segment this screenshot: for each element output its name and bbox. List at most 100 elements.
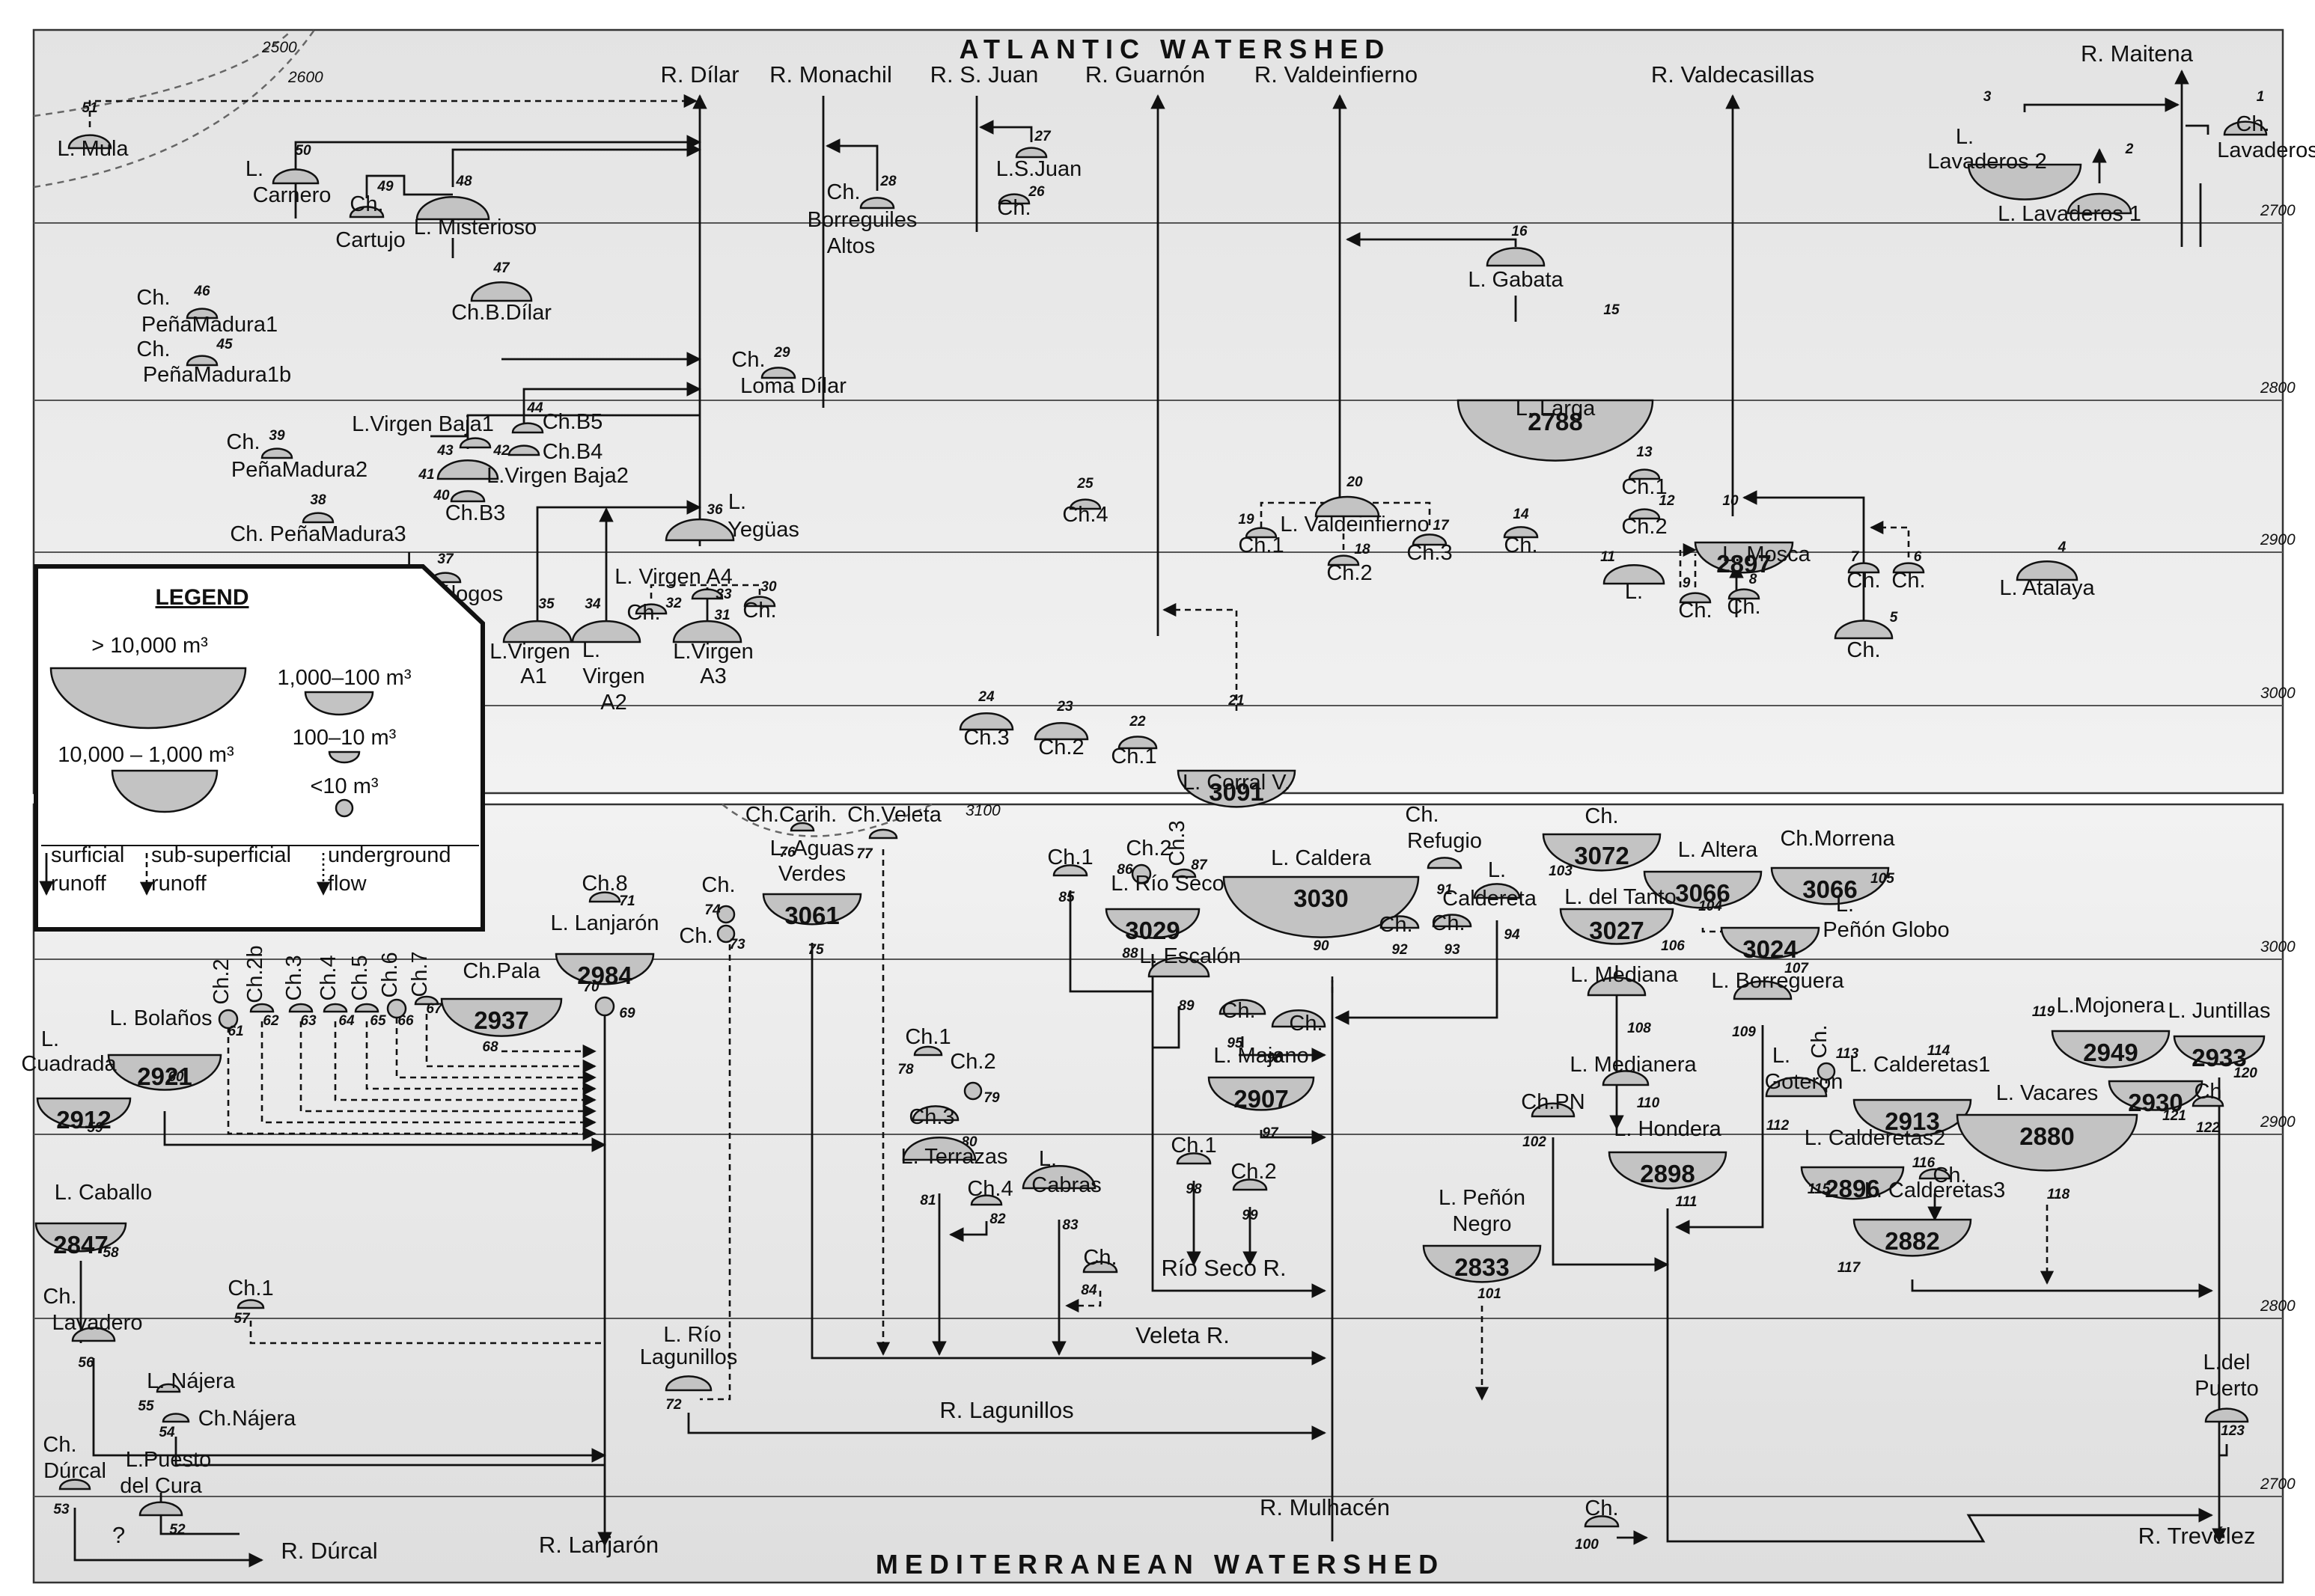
lake-symbol xyxy=(58,1479,91,1490)
node-label: Ch. xyxy=(1083,1246,1117,1270)
lake-node: 50L.Carnero xyxy=(245,143,331,207)
lake-symbol xyxy=(1559,908,1674,945)
node-number: 48 xyxy=(455,174,472,189)
lake-symbol xyxy=(1117,736,1158,750)
lake-symbol xyxy=(672,620,742,643)
node-label: L. xyxy=(1956,125,1974,149)
river-label: R. Mulhacén xyxy=(1260,1494,1390,1520)
node-number: 54 xyxy=(159,1425,175,1440)
node-label: Ch. xyxy=(1221,999,1255,1023)
node-label: Ch. xyxy=(350,192,383,216)
node-label: PeñaMadura1b xyxy=(143,363,291,387)
lake-symbol xyxy=(36,1097,132,1128)
lake-node: 2L. Lavaderos 1 xyxy=(1998,141,2141,226)
node-label: Ch. xyxy=(1846,569,1880,593)
legend-flow3a: underground xyxy=(328,843,451,867)
node-label: L. xyxy=(1625,580,1643,604)
node-label: Ch.Pala xyxy=(463,959,540,983)
lake-symbol xyxy=(743,596,776,608)
lake-symbol xyxy=(1327,554,1360,566)
river-label: R. S. Juan xyxy=(930,61,1039,88)
node-label: L. xyxy=(728,490,746,514)
node-label: L. Río xyxy=(663,1323,721,1347)
node-label: L. Medianera xyxy=(1570,1053,1697,1077)
question-mark: ? xyxy=(112,1522,125,1548)
node-number: 52 xyxy=(169,1522,186,1538)
contour-label: 2900 xyxy=(2260,1113,2296,1131)
node-label: L. xyxy=(582,638,600,662)
legend-mid-label: 10,000 – 1,000 m³ xyxy=(58,743,234,767)
node-label: Altos xyxy=(827,234,875,258)
lake-symbol xyxy=(440,997,563,1037)
node-number: 112 xyxy=(1766,1118,1790,1134)
node-label: L.Virgen Baja2 xyxy=(487,464,629,488)
elevation-label: 3027 xyxy=(1589,917,1644,944)
lake-node: 6Ch. xyxy=(1891,549,1925,593)
node-label: Ch.6 xyxy=(378,952,402,997)
lake-symbol xyxy=(1222,875,1420,938)
node-label: L.Mojonera xyxy=(2056,994,2165,1018)
node-label: Ch.2 xyxy=(1326,561,1372,585)
lake-symbol xyxy=(2204,1407,2249,1423)
node-number: 12 xyxy=(1659,493,1675,509)
lake-symbol xyxy=(1608,1151,1727,1190)
node-label: Ch. xyxy=(226,430,260,454)
river-label: R. Lagunillos xyxy=(939,1397,1073,1423)
node-label: Ch. xyxy=(679,924,713,948)
node-label: Lagunillos xyxy=(640,1345,738,1369)
node-number: 24 xyxy=(977,689,995,705)
node-number: 92 xyxy=(1391,942,1408,958)
node-label: Ch.2 xyxy=(210,958,234,1004)
node-label: L. Valdeinfierno xyxy=(1280,513,1429,536)
node-number: 36 xyxy=(707,502,723,518)
node-label: Ch.2 xyxy=(1126,837,1171,860)
contour-label: 3100 xyxy=(966,802,1001,819)
node-label: L.Virgen xyxy=(673,640,754,664)
lake-symbol xyxy=(555,953,655,985)
node-number: 85 xyxy=(1058,890,1075,905)
legend-flow1b: runoff xyxy=(51,872,107,896)
river-label: R. Trevélez xyxy=(2138,1523,2256,1549)
lake-symbol xyxy=(507,444,540,456)
node-number: 14 xyxy=(1513,507,1529,522)
node-label: Ch.B3 xyxy=(445,501,506,525)
node-label: L. Corral V. xyxy=(1183,771,1290,795)
node-number: 69 xyxy=(619,1006,635,1021)
lake-symbol xyxy=(511,422,544,434)
lake-symbol xyxy=(859,197,895,210)
lake-symbol xyxy=(470,281,533,302)
lake-node: 69 xyxy=(594,996,635,1021)
elevation-label: 2788 xyxy=(1528,408,1582,435)
lake-symbol xyxy=(1587,976,1647,997)
node-number: 37 xyxy=(437,551,454,567)
node-number: 62 xyxy=(263,1013,279,1029)
node-number: 84 xyxy=(1081,1282,1097,1298)
node-label: Ch.1 xyxy=(1621,475,1667,499)
node-label: Ch.2 xyxy=(1038,736,1084,759)
elevation-label: 3030 xyxy=(1293,884,1348,912)
node-number: 30 xyxy=(760,579,777,595)
node-label: L.Virgen xyxy=(489,640,570,664)
legend-big-symbol xyxy=(49,667,247,730)
contour-label: 2700 xyxy=(2260,1476,2296,1493)
node-number: 117 xyxy=(1837,1260,1861,1276)
lake-node: 81L. Terrazas xyxy=(901,1137,1007,1208)
